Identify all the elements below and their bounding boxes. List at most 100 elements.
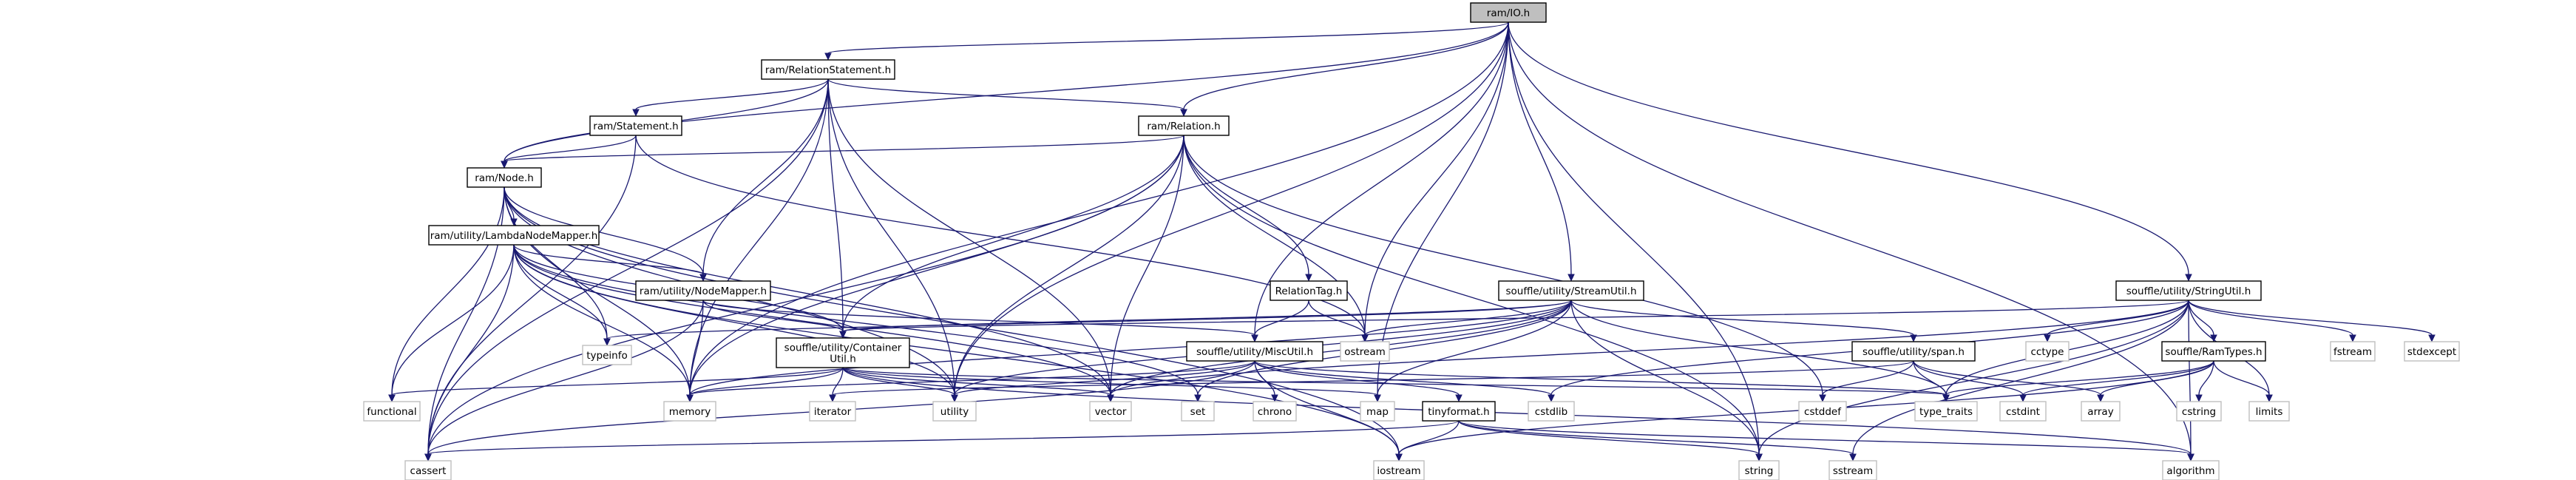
edge-span_h-to-iterator: [829, 360, 1914, 402]
node-label: string: [1745, 465, 1774, 477]
node-streamutil-h[interactable]: souffle/utility/StreamUtil.h: [1498, 280, 1644, 301]
edge-line: [1254, 360, 1275, 396]
node-nodemapper-h[interactable]: ram/utility/NodeMapper.h: [635, 280, 771, 301]
edge-ram_IO_h-to-map: [1374, 21, 1509, 402]
edge-line: [1254, 21, 1509, 336]
node-stringutil-h[interactable]: souffle/utility/StringUtil.h: [2115, 280, 2262, 301]
node-box: [1851, 341, 1976, 362]
node-lambdanodemapper-h[interactable]: ram/utility/LambdaNodeMapper.h: [428, 225, 600, 246]
edge-StreamUtil_h-to-map: [1374, 300, 1572, 402]
node-box: [1528, 401, 1575, 422]
node-box: [1340, 341, 1390, 362]
edge-line: [1508, 21, 2189, 275]
edge-ram_Relation_h-to-ostream: [1183, 135, 1369, 342]
edge-ContainerUtil_h-to-memory: [686, 367, 844, 402]
edge-line: [689, 360, 1255, 396]
edge-arrowhead: [951, 394, 958, 402]
edge-arrowhead: [2195, 394, 2203, 402]
node-label: cstdlib: [1535, 406, 1567, 418]
edge-arrowhead: [2185, 274, 2192, 282]
edge-line: [391, 367, 844, 396]
edge-line: [391, 244, 515, 396]
edge-line: [689, 21, 1509, 396]
node-map: map: [1360, 401, 1395, 422]
node-label: RelationTag.h: [1275, 285, 1343, 297]
edge-line: [827, 21, 1509, 54]
edge-arrowhead: [1251, 334, 1258, 342]
edge-line: [427, 420, 1460, 455]
edge-arrowhead: [2349, 334, 2356, 342]
node-ram-relation-h[interactable]: ram/Relation.h: [1138, 115, 1230, 136]
edge-StringUtil_h-to-stdexcept: [2188, 300, 2436, 342]
node-box: [1253, 401, 1297, 422]
node-label: vector: [1095, 406, 1127, 418]
edge-line: [827, 78, 844, 332]
edge-line: [832, 367, 844, 396]
node-label: utility: [940, 406, 969, 418]
node-box: [582, 345, 632, 365]
node-ostream: ostream: [1340, 341, 1390, 362]
node-label: stdexcept: [2407, 346, 2456, 358]
edge-line: [842, 367, 955, 396]
node-ram-node-h[interactable]: ram/Node.h: [467, 167, 542, 188]
node-typeinfo: typeinfo: [582, 345, 632, 365]
edge-line: [1758, 300, 2189, 455]
edge-line: [1852, 300, 2189, 455]
node-label: tinyformat.h: [1428, 406, 1489, 418]
edge-line: [689, 135, 1184, 396]
edge-line: [1254, 360, 1947, 396]
edge-StringUtil_h-to-cctype: [2044, 300, 2189, 342]
node-relationtag-h[interactable]: RelationTag.h: [1270, 280, 1348, 301]
edge-tinyformat_h-to-iostream: [1395, 420, 1460, 462]
node-ram-io-h[interactable]: ram/IO.h: [1470, 2, 1547, 23]
node-box: [467, 167, 542, 188]
edge-ram_IO_h-to-ram_Relation_h: [1180, 21, 1509, 117]
node-box: [1738, 460, 1780, 480]
edge-line: [504, 135, 1184, 162]
edge-line: [513, 244, 704, 275]
node-ramtypes-h[interactable]: souffle/RamTypes.h: [2161, 341, 2266, 362]
node-box: [2081, 401, 2121, 422]
node-label: algorithm: [2166, 465, 2214, 477]
node-label: chrono: [1258, 406, 1292, 418]
edge-StringUtil_h-to-ContainerUtil_h: [839, 300, 2189, 339]
node-span-h[interactable]: souffle/utility/span.h: [1851, 341, 1976, 362]
edge-line: [827, 78, 1184, 110]
edge-line: [504, 135, 637, 162]
node-string: string: [1738, 460, 1780, 480]
edge-ram_IO_h-to-ostream: [1361, 21, 1509, 342]
edge-line: [1183, 21, 1509, 110]
edge-line: [689, 300, 704, 396]
edge-line: [954, 135, 1184, 396]
node-ram-relationstatement-h[interactable]: ram/RelationStatement.h: [761, 59, 895, 80]
edge-arrowhead: [424, 453, 432, 462]
edge-line: [513, 244, 1199, 396]
edge-RamTypes_h-to-cstring: [2195, 360, 2214, 402]
edge-ContainerUtil_h-to-functional: [388, 367, 844, 402]
edge-LambdaNodeMapper_h-to-typeinfo: [513, 244, 611, 346]
edge-line: [1110, 300, 2189, 396]
node-box: [589, 115, 682, 136]
edge-line: [1183, 135, 1366, 336]
edge-line: [689, 78, 829, 396]
edge-line: [954, 21, 1509, 396]
edge-arrowhead: [1567, 274, 1575, 282]
node-cstdint: cstdint: [1999, 401, 2047, 422]
node-label: typeinfo: [586, 350, 627, 362]
node-ram-statement-h[interactable]: ram/Statement.h: [589, 115, 682, 136]
node-label: sstream: [1833, 465, 1873, 477]
node-label: map: [1366, 406, 1389, 418]
edge-StreamUtil_h-to-span_h: [1570, 300, 1917, 342]
node-box: [1186, 341, 1323, 362]
edge-arrowhead: [1305, 274, 1312, 282]
node-label: ostream: [1344, 346, 1386, 358]
edge-ram_Relation_h-to-memory: [686, 135, 1184, 402]
node-box: [2404, 341, 2460, 362]
edge-line: [427, 135, 1184, 455]
node-tinyformat-h[interactable]: tinyformat.h: [1422, 401, 1496, 422]
node-label: ram/IO.h: [1487, 7, 1530, 19]
node-miscutil-h[interactable]: souffle/utility/MiscUtil.h: [1186, 341, 1323, 362]
edge-line: [1570, 300, 1760, 455]
node-array: array: [2081, 401, 2121, 422]
